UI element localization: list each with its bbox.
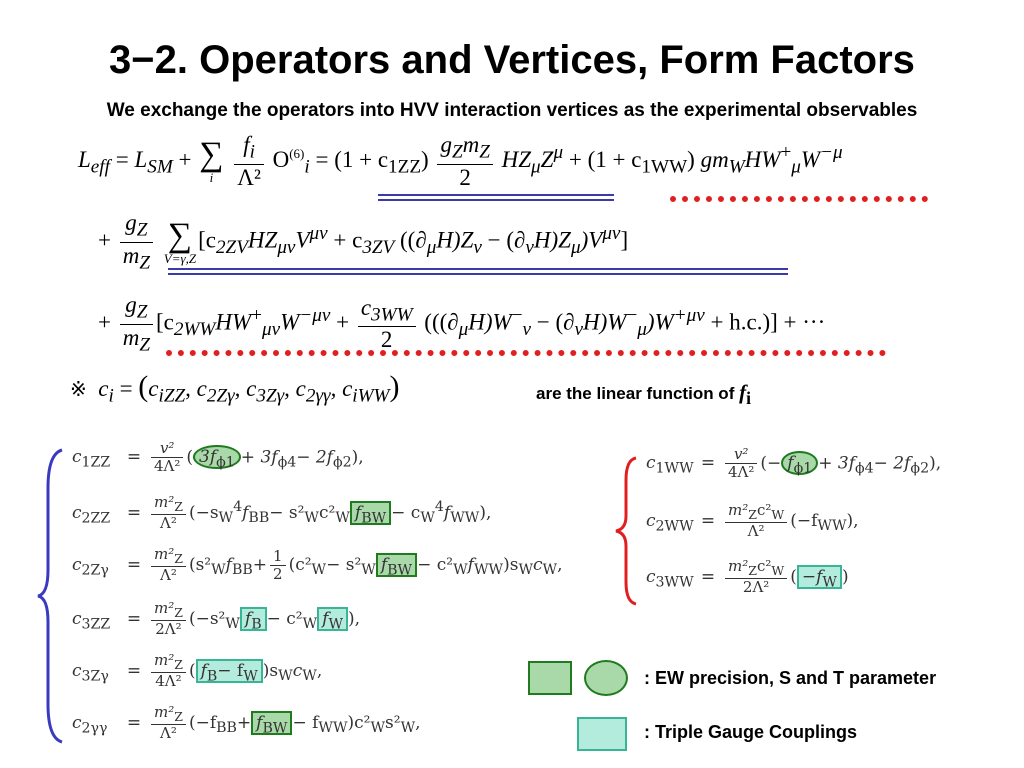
blue-underline-1 xyxy=(378,194,614,201)
cyan-box-highlight: fB xyxy=(239,606,267,632)
red-underline-1 xyxy=(670,196,928,202)
box-highlight: fBW xyxy=(349,500,392,526)
box-highlight: fBW xyxy=(375,552,418,578)
linear-function-text: are the linear function of fi xyxy=(536,380,751,409)
legend-green-ellipse xyxy=(584,660,628,696)
coefficient-note: ※ ci = (ciZZ, c2Zγ, c3Zγ, c2γγ, ciWW) xyxy=(70,370,400,407)
blue-brace xyxy=(37,448,63,744)
ellipse-highlight: 3fϕ1 xyxy=(193,445,241,471)
box-highlight: fBW xyxy=(251,710,293,736)
red-brace xyxy=(615,456,637,606)
slide-subtitle: We exchange the operators into HVV inter… xyxy=(106,100,918,121)
red-underline-3 xyxy=(166,350,886,356)
cyan-box-highlight: −fW xyxy=(796,564,842,590)
cyan-box-highlight: fB− fW xyxy=(195,658,263,684)
ellipse-highlight: fϕ1 xyxy=(781,451,819,477)
legend-green-box xyxy=(528,661,572,695)
slide-title: 3−2. Operators and Vertices, Form Factor… xyxy=(109,38,915,82)
legend-ew-label: : EW precision, S and T parameter xyxy=(644,668,937,688)
blue-underline-2 xyxy=(168,268,788,275)
reference-mark: ※ xyxy=(70,377,87,401)
legend-tgc-label: : Triple Gauge Couplings xyxy=(644,722,858,742)
cyan-box-highlight: fW xyxy=(317,606,349,632)
legend-cyan-box xyxy=(577,717,627,751)
